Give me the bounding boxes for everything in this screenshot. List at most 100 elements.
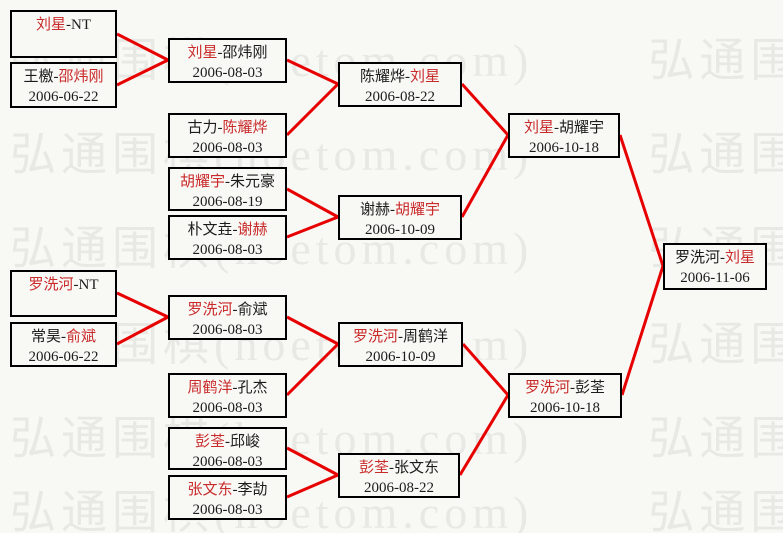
match-box-10: 罗洗河-俞斌 2006-08-03: [168, 295, 287, 340]
match-date: 2006-08-22: [364, 480, 434, 496]
match-date: 2006-08-03: [192, 242, 263, 258]
matchup: 罗洗河-周鹤洋: [340, 327, 461, 347]
matchup: 陈耀烨-刘星: [340, 67, 460, 87]
match-box-16: 刘星-胡耀宇 2006-10-18: [508, 113, 620, 158]
matchup: 罗洗河-彭荃: [510, 378, 620, 398]
dash-separator: -: [390, 202, 395, 218]
match-date: 2006-06-22: [28, 349, 99, 365]
player-name: 罗洗河: [524, 380, 570, 396]
match-date: 2006-10-18: [530, 400, 600, 416]
match-box-8: 罗洗河-NT: [10, 270, 117, 317]
dash-separator: -: [389, 460, 394, 476]
player-name: 周鹤洋: [187, 380, 233, 396]
matchup: 古力-陈耀烨: [170, 118, 285, 138]
match-date: 2006-08-19: [192, 194, 263, 210]
player-name: 罗洗河: [187, 302, 233, 318]
player-name: 罗洗河: [28, 277, 74, 293]
player-name: 李劼: [237, 482, 268, 498]
connector-line: [116, 315, 169, 346]
match-box-14: 罗洗河-周鹤洋 2006-10-09: [338, 322, 463, 367]
player-name: 张文东: [394, 460, 440, 476]
match-date: [12, 35, 115, 55]
matchup: 常昊-俞斌: [12, 327, 115, 347]
match-box-0: 刘星-NT: [10, 10, 117, 58]
match-box-2: 刘星-邵炜刚 2006-08-03: [168, 38, 287, 83]
match-box-13: 张文东-李劼 2006-08-03: [168, 475, 287, 520]
dash-separator: -: [570, 380, 575, 396]
connector-line: [618, 134, 665, 267]
match-date: 2006-08-03: [192, 322, 263, 338]
dash-separator: -: [720, 250, 725, 266]
match-box-7: 谢赫-胡耀宇 2006-10-09: [338, 195, 462, 240]
connector-line: [458, 394, 510, 476]
dash-separator: -: [66, 17, 71, 33]
connector-line: [286, 473, 339, 499]
player-name: 刘星: [35, 17, 66, 33]
player-name: 俞斌: [237, 302, 268, 318]
dash-separator: -: [554, 120, 559, 136]
dash-separator: -: [217, 120, 223, 136]
match-box-6: 陈耀烨-刘星 2006-08-22: [338, 62, 462, 107]
matchup: 罗洗河-俞斌: [170, 300, 285, 320]
connector-line: [461, 343, 510, 396]
player-name: 彭荃: [358, 460, 389, 476]
match-box-15: 彭荃-张文东 2006-08-22: [338, 453, 460, 498]
player-name: 谢赫: [237, 222, 268, 238]
dash-separator: -: [232, 380, 238, 396]
player-name: 罗洗河: [352, 329, 398, 345]
dash-separator: -: [225, 434, 230, 450]
player-name: 胡耀宇: [395, 202, 441, 218]
connector-line: [286, 187, 339, 219]
player-name: 王檄: [23, 69, 54, 85]
dash-separator: -: [232, 302, 238, 318]
player-name: 俞斌: [66, 329, 97, 345]
player-name: NT: [78, 277, 99, 293]
match-box-17: 罗洗河-彭荃 2006-10-18: [508, 373, 622, 418]
match-box-4: 胡耀宇-朱元豪 2006-08-19: [168, 167, 287, 211]
matchup: 周鹤洋-孔杰: [170, 378, 285, 398]
connector-line: [286, 315, 339, 346]
match-date: 2006-08-03: [192, 502, 263, 518]
player-name: 朱元豪: [230, 174, 276, 190]
connector-line: [620, 265, 665, 396]
match-date: 2006-10-09: [365, 222, 435, 238]
match-box-9: 常昊-俞斌 2006-06-22: [10, 322, 117, 367]
matchup: 王檄-邵炜刚: [12, 67, 115, 87]
connector-line: [286, 58, 339, 86]
match-box-5: 朴文垚-谢赫 2006-08-03: [168, 215, 287, 260]
connector-line: [116, 32, 169, 62]
dash-separator: -: [61, 329, 66, 345]
connector-line: [460, 134, 510, 218]
connector-line: [286, 215, 339, 239]
match-box-12: 彭荃-邱峻 2006-08-03: [168, 427, 287, 470]
player-name: 刘星: [410, 69, 441, 85]
player-name: 邵炜刚: [222, 45, 268, 61]
player-name: 胡耀宇: [179, 174, 225, 190]
connector-line: [460, 82, 510, 137]
dash-separator: -: [53, 69, 59, 85]
player-name: 谢赫: [359, 202, 390, 218]
player-name: 周鹤洋: [403, 329, 449, 345]
player-name: 刘星: [725, 250, 756, 266]
match-date: 2006-08-03: [192, 400, 263, 416]
dash-separator: -: [405, 69, 410, 85]
connector-line: [286, 446, 339, 477]
matchup: 刘星-邵炜刚: [170, 43, 285, 63]
connector-line: [285, 342, 340, 397]
dash-separator: -: [398, 329, 403, 345]
match-date: 2006-10-18: [529, 140, 599, 156]
matchup: 刘星-胡耀宇: [510, 118, 618, 138]
match-date: [12, 295, 115, 315]
match-date: 2006-11-06: [680, 270, 750, 286]
matchup: 罗洗河-刘星: [665, 248, 765, 268]
player-name: 孔杰: [237, 380, 268, 396]
player-name: 邱峻: [230, 434, 261, 450]
player-name: 邵炜刚: [58, 69, 104, 85]
player-name: 彭荃: [194, 434, 225, 450]
matchup: 罗洗河-NT: [12, 275, 115, 295]
matchup: 张文东-李劼: [170, 480, 285, 500]
dash-separator: -: [217, 45, 223, 61]
player-name: 刘星: [187, 45, 218, 61]
player-name: 罗洗河: [674, 250, 720, 266]
